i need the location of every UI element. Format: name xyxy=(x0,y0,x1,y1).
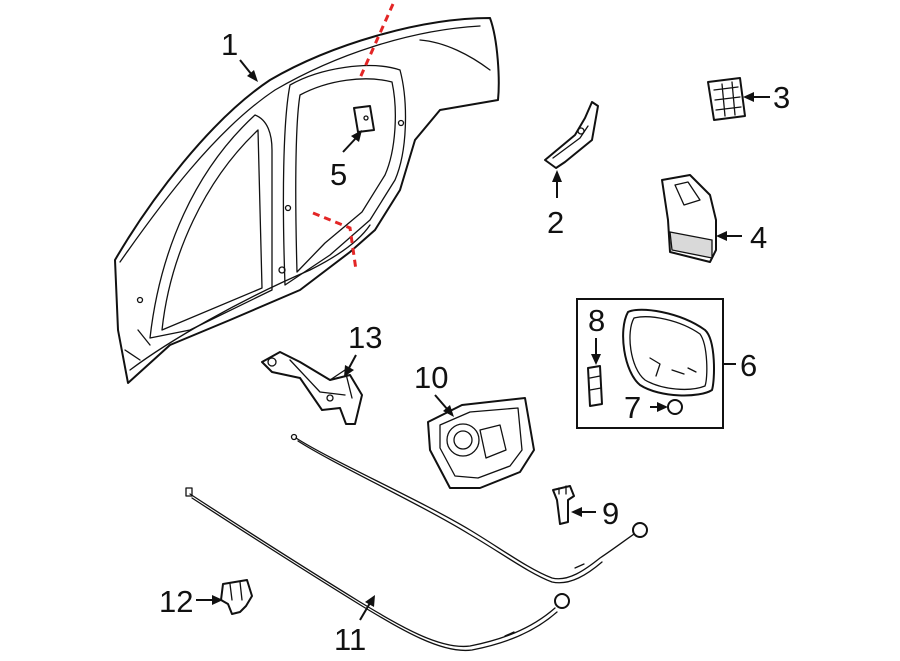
vent-grille-part xyxy=(707,77,746,121)
latch-13-part xyxy=(261,351,363,425)
release-cable-11 xyxy=(185,487,570,652)
callout-1: 1 xyxy=(221,27,238,62)
callout-6: 6 xyxy=(740,348,757,383)
callout-8: 8 xyxy=(588,303,605,338)
bracket-2-part xyxy=(544,101,599,169)
callout-3: 3 xyxy=(773,80,790,115)
side-panel-part xyxy=(114,17,500,384)
fuel-housing-part xyxy=(427,397,535,489)
callout-2: 2 xyxy=(547,205,564,240)
callout-12: 12 xyxy=(159,584,193,619)
release-handle-12-part xyxy=(220,579,253,615)
splash-shield-part xyxy=(661,174,717,263)
fuel-door-part xyxy=(622,308,715,397)
plunger-9-part xyxy=(552,485,575,525)
callout-4: 4 xyxy=(750,220,767,255)
cut-line-upper xyxy=(358,3,395,79)
bumper-7-part xyxy=(667,399,683,415)
hinge-8-part xyxy=(587,365,603,407)
callout-9: 9 xyxy=(602,496,619,531)
cut-line-lower xyxy=(312,211,358,271)
callout-5: 5 xyxy=(330,157,347,192)
callout-11: 11 xyxy=(334,622,366,657)
bracket-5-part xyxy=(353,105,375,133)
fuel-door-cable xyxy=(290,433,648,584)
callout-10: 10 xyxy=(414,360,448,395)
leader-lines xyxy=(196,59,770,621)
callout-13: 13 xyxy=(348,320,382,355)
callout-7: 7 xyxy=(624,390,641,425)
